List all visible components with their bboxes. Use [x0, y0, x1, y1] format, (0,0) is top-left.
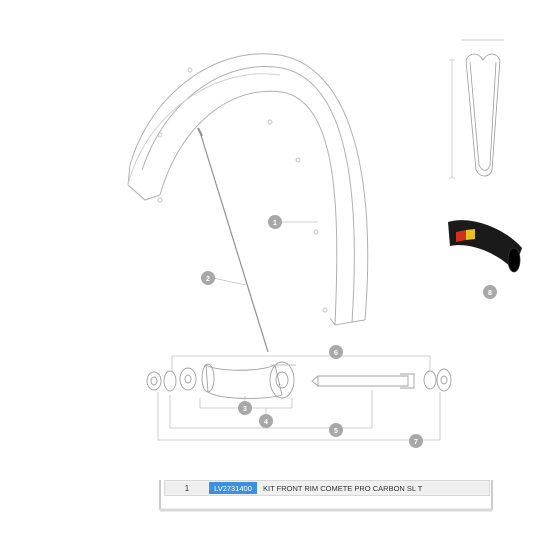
callout-8-label: 8: [488, 290, 492, 297]
parts-row[interactable]: 1 LV2731400 KIT FRONT RIM COMETE PRO CAR…: [164, 480, 490, 496]
callout-1: 1: [268, 215, 282, 229]
spoke: [197, 127, 269, 353]
callout-1-label: 1: [273, 220, 277, 227]
rim-holes: [157, 67, 328, 313]
callout-3-label: 3: [243, 406, 247, 413]
callout-7-label: 7: [414, 439, 418, 446]
part-reference[interactable]: LV2731400: [209, 482, 257, 494]
part-description: KIT FRONT RIM COMETE PRO CARBON SL T: [263, 483, 423, 493]
callout-6: 6: [329, 345, 343, 359]
parts-table-frame: [159, 480, 493, 512]
callout-5-label: 5: [334, 428, 338, 435]
callout-7: 7: [409, 434, 423, 448]
callout-4-label: 4: [264, 419, 268, 426]
hub-assembly: [146, 361, 452, 399]
callout-2: 2: [201, 271, 215, 285]
rim: [127, 53, 369, 326]
leader-lines: [157, 221, 441, 441]
callout-2-label: 2: [206, 276, 210, 283]
callout-5: 5: [329, 423, 343, 437]
callout-8: 8: [483, 285, 497, 299]
rim-cross-section: [449, 39, 504, 179]
callout-3: 3: [238, 401, 252, 415]
callout-6-label: 6: [334, 350, 338, 357]
parts-table: 1 LV2731400 KIT FRONT RIM COMETE PRO CAR…: [158, 474, 494, 512]
part-number: 1: [184, 483, 190, 493]
tire-section: [448, 220, 522, 273]
callout-4: 4: [259, 414, 273, 428]
